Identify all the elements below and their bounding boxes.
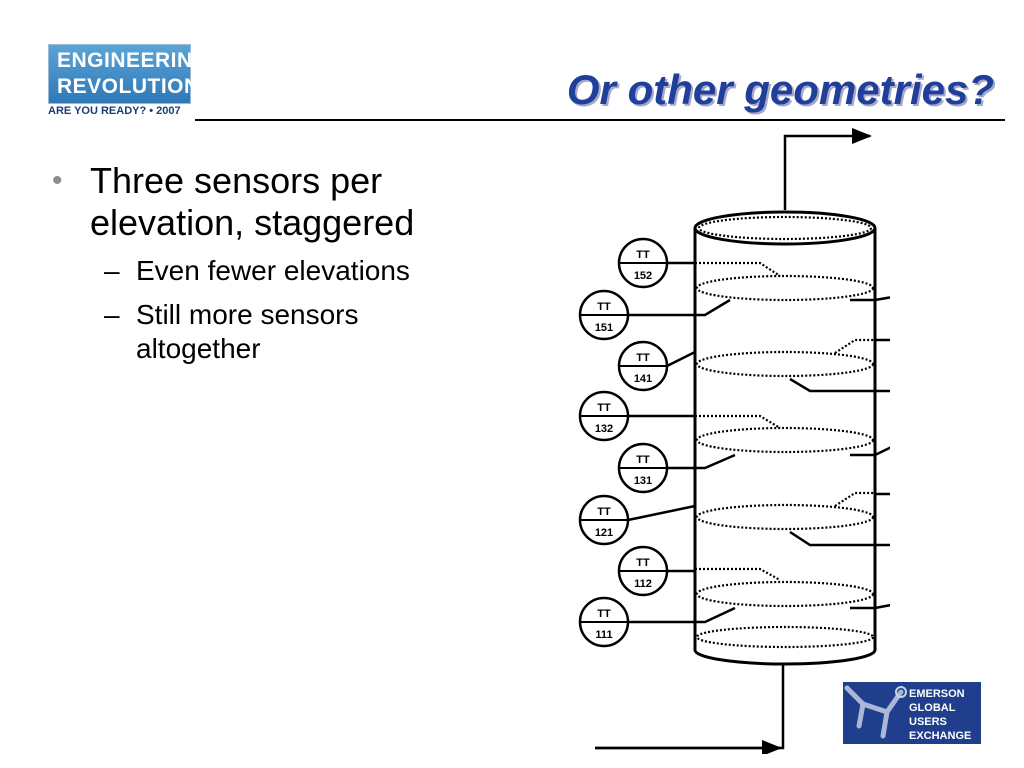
slide-title: Or other geometries? bbox=[566, 66, 994, 113]
sensor-tag: TT bbox=[636, 557, 650, 569]
temperature-sensor: TT 112 bbox=[617, 545, 695, 597]
tray-partial bbox=[695, 261, 781, 277]
sensor-tag: TT bbox=[597, 301, 611, 313]
sensor-lead-line bbox=[627, 504, 696, 522]
sensor-number: 131 bbox=[634, 475, 652, 487]
sub-bullet-marker: – bbox=[104, 299, 120, 330]
bullet-item: • Three sensors per elevation, staggered bbox=[52, 160, 492, 244]
logo-line1: ENGINEERING bbox=[57, 49, 210, 72]
logo-text-line: GLOBAL bbox=[909, 702, 956, 714]
sensor-tag: TT bbox=[636, 352, 650, 364]
temperature-sensor: TT 121 bbox=[578, 494, 696, 546]
sensor-group: TT152TT151TT153TT142TT141TT143TT132TT133… bbox=[578, 237, 890, 648]
sensor-lead-line bbox=[628, 298, 731, 317]
sub-bullet-text-line: Even fewer elevations bbox=[136, 255, 410, 286]
sensor-lead-line bbox=[850, 446, 890, 457]
sensor-tag: TT bbox=[636, 454, 650, 466]
molecule-icon bbox=[844, 685, 904, 739]
temperature-sensor: TT113 bbox=[850, 603, 890, 610]
top-outlet-pipe bbox=[783, 128, 872, 210]
sensor-tag: TT bbox=[636, 249, 650, 261]
sensor-lead-line bbox=[850, 296, 890, 302]
sensor-number: 141 bbox=[634, 373, 652, 385]
logo-text-line: EXCHANGE bbox=[909, 730, 971, 742]
tray bbox=[695, 580, 875, 608]
sensor-number: 152 bbox=[634, 270, 652, 282]
temperature-sensor: TT 141 bbox=[617, 340, 696, 392]
temperature-sensor: TT123 bbox=[789, 530, 890, 547]
sub-bullet-marker: – bbox=[104, 255, 120, 286]
temperature-sensor: TT 132 bbox=[578, 390, 695, 442]
title-divider bbox=[195, 119, 1005, 121]
molecule-node-icon bbox=[895, 686, 907, 698]
engineering-revolution-logo: ENGINEERING REVOLUTION ARE YOU READY? • … bbox=[48, 44, 209, 120]
vessel-top-head bbox=[693, 210, 877, 246]
sub-bullet-text-line: altogether bbox=[136, 333, 261, 364]
logo-box: ENGINEERING REVOLUTION bbox=[48, 44, 209, 104]
sub-bullet-text-line: Still more sensors bbox=[136, 299, 359, 330]
temperature-sensor: TT143 bbox=[789, 377, 890, 393]
sensor-number: 151 bbox=[595, 322, 613, 334]
logo-line2: REVOLUTION bbox=[57, 75, 200, 98]
sensor-lead-line bbox=[628, 606, 736, 624]
tray-partial bbox=[695, 567, 781, 581]
sensor-lead-line bbox=[850, 603, 890, 610]
tray bbox=[695, 274, 875, 302]
temperature-sensor: TT142 bbox=[875, 338, 890, 342]
temperature-sensor: TT 151 bbox=[578, 289, 731, 341]
bullet-text-line: Three sensors per bbox=[90, 160, 383, 201]
sensor-number: 111 bbox=[595, 629, 612, 641]
temperature-sensor: TT 131 bbox=[617, 442, 736, 494]
tray-partial bbox=[834, 338, 875, 354]
sensor-lead-line bbox=[666, 350, 696, 368]
sub-bullet-item: – Still more sensors altogether bbox=[52, 298, 492, 366]
trays bbox=[695, 261, 875, 649]
bullet-list: • Three sensors per elevation, staggered… bbox=[52, 160, 492, 366]
temperature-sensor: TT153 bbox=[850, 296, 890, 302]
emerson-logo-graphic: EMERSON GLOBAL USERS EXCHANGE bbox=[844, 685, 971, 742]
sensor-tag: TT bbox=[597, 608, 611, 620]
column-vessel bbox=[595, 128, 877, 754]
tray bbox=[695, 625, 875, 649]
sensor-lead-line bbox=[789, 377, 890, 393]
sensor-tag: TT bbox=[597, 506, 611, 518]
tray bbox=[695, 503, 875, 531]
sensor-lead-line bbox=[667, 453, 736, 470]
emerson-logo: EMERSON GLOBAL USERS EXCHANGE bbox=[843, 682, 981, 744]
sub-bullet-item: – Even fewer elevations bbox=[52, 254, 492, 288]
sensor-number: 132 bbox=[595, 423, 613, 435]
temperature-sensor: TT133 bbox=[850, 446, 890, 457]
logo-text-line: USERS bbox=[909, 716, 947, 728]
bottom-inlet-pipe bbox=[595, 662, 785, 750]
sensor-number: 121 bbox=[595, 527, 613, 539]
tray bbox=[695, 350, 875, 378]
tray-partial bbox=[695, 414, 781, 429]
tray-partial bbox=[834, 491, 875, 507]
tray bbox=[695, 426, 875, 454]
vessel-body bbox=[693, 228, 877, 666]
temperature-sensor: TT 152 bbox=[617, 237, 695, 289]
temperature-sensor: TT122 bbox=[875, 492, 890, 496]
sensor-tag: TT bbox=[597, 402, 611, 414]
column-diagram: TT152TT151TT153TT142TT141TT143TT132TT133… bbox=[578, 128, 890, 754]
bullet-text-line: elevation, staggered bbox=[90, 202, 415, 243]
vessel-top-dotted bbox=[697, 215, 873, 241]
sensor-lead-line bbox=[789, 530, 890, 547]
sensor-number: 112 bbox=[634, 578, 652, 590]
temperature-sensor: TT 111 bbox=[578, 596, 736, 648]
bullet-marker: • bbox=[52, 164, 63, 197]
logo-text-line: EMERSON bbox=[909, 688, 965, 700]
logo-tagline: ARE YOU READY? • 2007 bbox=[48, 105, 181, 117]
